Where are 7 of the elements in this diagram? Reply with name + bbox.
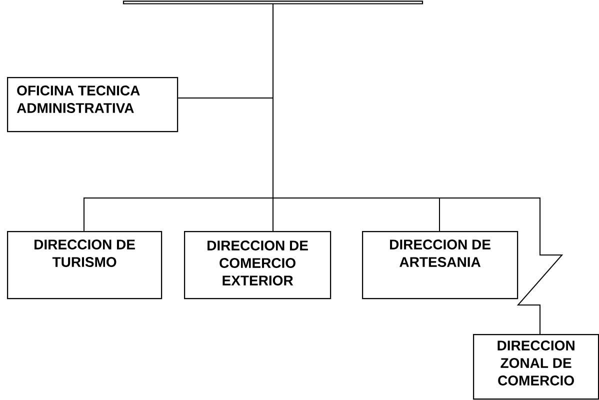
org-box: DIRECCION DE ARTESANIA bbox=[362, 231, 518, 300]
broken-connector-line bbox=[272, 4, 564, 334]
org-box: DIRECCION ZONAL DE COMERCIO bbox=[473, 334, 599, 400]
org-box: OFICINA TECNICA ADMINISTRATIVA bbox=[7, 77, 178, 132]
org-box bbox=[122, 0, 424, 4]
org-box: DIRECCION DE COMERCIO EXTERIOR bbox=[184, 231, 332, 300]
org-box: DIRECCION DE TURISMO bbox=[7, 231, 162, 300]
